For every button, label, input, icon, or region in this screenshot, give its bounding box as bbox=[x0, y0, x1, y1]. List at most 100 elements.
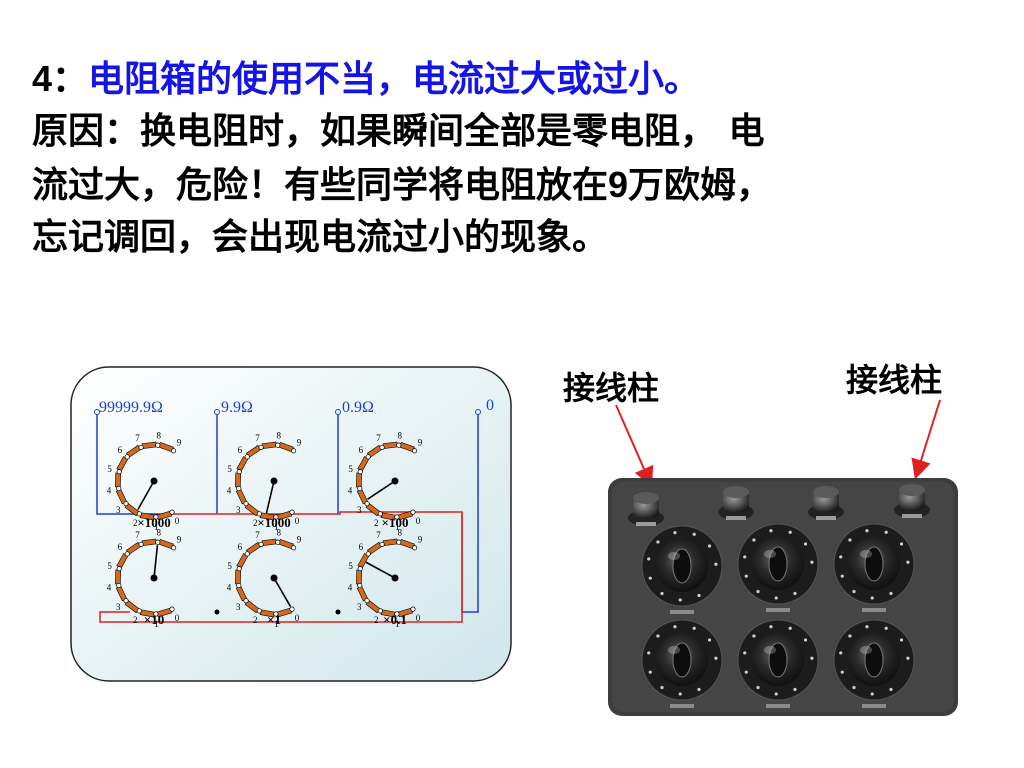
blue-wire bbox=[462, 415, 479, 613]
contact-point bbox=[116, 485, 122, 492]
knob-label bbox=[862, 608, 886, 612]
scale-number: 0 bbox=[175, 516, 180, 526]
knob-mark bbox=[870, 596, 874, 600]
knob-grip bbox=[864, 546, 884, 582]
body-line-3: 忘记调回，会出现电流过小的现象。 bbox=[32, 211, 992, 264]
scale-number: 3 bbox=[236, 505, 241, 515]
post-label bbox=[726, 516, 746, 520]
scale-number: 5 bbox=[227, 464, 232, 474]
scale-number: 4 bbox=[107, 583, 112, 593]
contact-point bbox=[396, 442, 402, 448]
knob-mark bbox=[840, 574, 844, 578]
contact-point bbox=[138, 444, 144, 450]
contact-point bbox=[236, 469, 242, 475]
resistor-segment bbox=[356, 472, 363, 488]
contact-point bbox=[412, 545, 418, 551]
knob-mark bbox=[756, 685, 760, 690]
body-text: 原因：换电阻时，如果瞬间全部是零电阻， 电 bbox=[32, 111, 765, 152]
scale-number: 1 bbox=[395, 619, 400, 629]
contact-point bbox=[394, 611, 400, 617]
dial-multiplier: ×1 bbox=[267, 612, 281, 627]
scale-number: 7 bbox=[376, 433, 381, 443]
contact-point bbox=[153, 611, 159, 617]
photo-knob-6 bbox=[833, 619, 915, 708]
knob-grip bbox=[768, 642, 788, 678]
post-cap bbox=[723, 486, 749, 498]
scale-number: 9 bbox=[418, 437, 423, 447]
post-cap bbox=[633, 492, 659, 504]
contact-point bbox=[379, 541, 385, 547]
contact-point bbox=[379, 444, 385, 450]
scale-number: 9 bbox=[177, 534, 182, 544]
scale-number: 1 bbox=[154, 522, 159, 532]
contact-point bbox=[138, 541, 144, 547]
contact-point bbox=[153, 514, 159, 520]
knob-mark bbox=[744, 670, 748, 674]
dial-pointer bbox=[273, 577, 292, 607]
photo-knob-2 bbox=[737, 523, 819, 612]
dial-multiplier: ×10 bbox=[144, 612, 164, 627]
contact-point bbox=[116, 566, 122, 572]
heading-title: 电阻箱的使用不当，电流过大或过小。 bbox=[88, 59, 701, 100]
contact-point bbox=[377, 511, 383, 517]
knob-mark bbox=[648, 670, 652, 674]
dial-hub bbox=[150, 477, 158, 485]
knob-mark bbox=[839, 555, 843, 559]
scale-number: 9 bbox=[418, 534, 423, 544]
contact-point bbox=[243, 501, 249, 507]
knob-mark bbox=[889, 687, 893, 692]
dial-multiplier: ×100 bbox=[382, 515, 409, 530]
contact-point bbox=[275, 539, 281, 545]
resistor-segment bbox=[115, 472, 122, 488]
knob-mark bbox=[752, 634, 756, 638]
terminal-2 bbox=[214, 409, 220, 415]
scale-number: 4 bbox=[107, 486, 112, 496]
knob-mark bbox=[803, 542, 808, 546]
body-text: 流过大，危险！有些同学将电阻放在 bbox=[32, 165, 609, 206]
dial-pointer bbox=[137, 480, 155, 511]
post-label bbox=[816, 516, 836, 520]
knob-grip bbox=[672, 642, 692, 678]
post-label bbox=[636, 522, 656, 526]
junction-dot bbox=[335, 609, 341, 615]
contact-point bbox=[275, 442, 281, 448]
contact-point bbox=[357, 582, 363, 589]
contact-point bbox=[410, 509, 416, 515]
contact-point bbox=[258, 541, 264, 547]
knob-highlight bbox=[668, 552, 680, 560]
contact-point bbox=[410, 606, 416, 612]
scale-number: 8 bbox=[157, 430, 162, 440]
knob-mark bbox=[840, 670, 844, 674]
scale-number: 2 bbox=[374, 518, 379, 528]
knob-mark bbox=[865, 529, 869, 533]
terminal-label-right: 接线柱 bbox=[846, 361, 943, 399]
knob-mark bbox=[673, 531, 677, 535]
contact-point bbox=[124, 454, 130, 460]
scale-number: 5 bbox=[107, 464, 112, 474]
knob-mark bbox=[648, 576, 652, 580]
terminal-label: 0 bbox=[486, 397, 494, 414]
knob-grip bbox=[864, 642, 884, 678]
dial-hub bbox=[391, 477, 399, 485]
terminal-3 bbox=[335, 409, 341, 415]
dial-hub bbox=[391, 574, 399, 582]
knob-highlight bbox=[860, 550, 872, 558]
scale-number: 4 bbox=[227, 583, 232, 593]
contact-point bbox=[377, 608, 383, 614]
dial-multiplier: ×0.1 bbox=[383, 612, 407, 627]
knob-mark bbox=[899, 638, 904, 642]
contact-point bbox=[123, 598, 129, 604]
knob-highlight bbox=[764, 550, 776, 558]
knob-mark bbox=[743, 651, 747, 655]
contact-point bbox=[364, 501, 370, 507]
knob-mark bbox=[692, 532, 696, 536]
knob-mark bbox=[647, 557, 651, 561]
scale-number: 6 bbox=[118, 542, 123, 552]
knob-label bbox=[766, 704, 790, 708]
scale-number: 9 bbox=[177, 437, 182, 447]
scale-number: 7 bbox=[255, 433, 260, 443]
